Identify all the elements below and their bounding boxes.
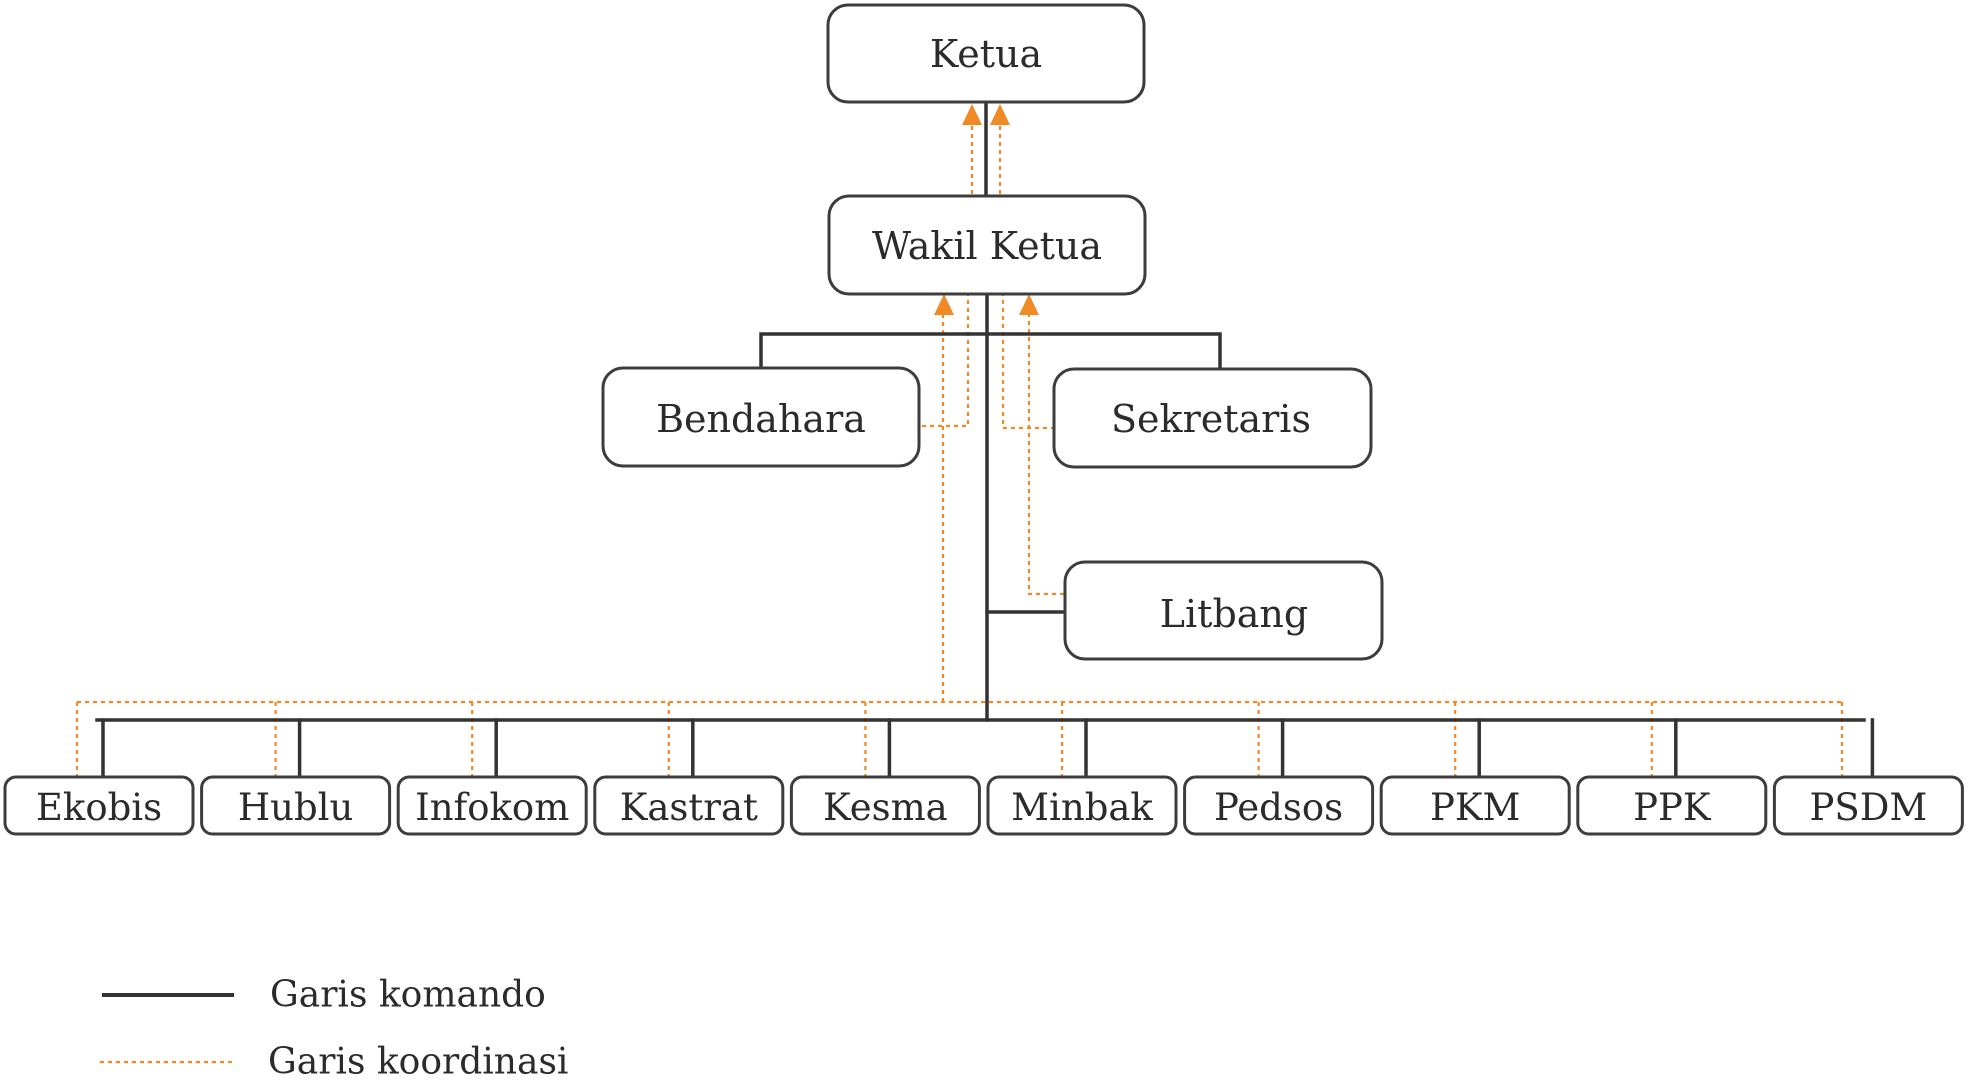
command-lines: [95, 101, 1875, 779]
arrow-to-ketua-right: [990, 104, 1010, 125]
node-wakil-ketua-label: Wakil Ketua: [872, 224, 1102, 268]
arrow-to-ketua-left: [962, 104, 982, 125]
division-box: [3, 775, 195, 836]
division-box: [789, 775, 981, 836]
cmd-line-bendahara-sekretaris: [759, 332, 1222, 370]
node-division-psdm: PSDM: [1772, 775, 1964, 836]
legend: Garis komando Garis koordinasi: [100, 975, 568, 1080]
node-division-hublu: Hublu: [200, 775, 392, 836]
node-division-minbak: Minbak: [986, 775, 1178, 836]
legend-coordination-label: Garis koordinasi: [268, 1042, 568, 1080]
node-division-pkm: PKM: [1379, 775, 1571, 836]
arrow-to-wakil-right: [1019, 294, 1039, 315]
division-box: [200, 775, 392, 836]
division-label: Kesma: [823, 786, 948, 829]
node-ketua-label: Ketua: [930, 32, 1042, 76]
coordination-lines: [75, 104, 1844, 777]
node-litbang-label: Litbang: [1160, 592, 1308, 636]
division-box: [1379, 775, 1571, 836]
node-ketua: Ketua: [826, 3, 1146, 104]
division-box: [1576, 775, 1768, 836]
division-label: PSDM: [1810, 786, 1928, 829]
division-label: PPK: [1633, 786, 1712, 829]
node-litbang: Litbang: [1063, 560, 1384, 661]
coord-line-sekretaris: [1001, 295, 1055, 430]
division-box: [986, 775, 1178, 836]
node-division-kesma: Kesma: [789, 775, 981, 836]
node-sekretaris-label: Sekretaris: [1111, 397, 1311, 441]
division-label: Hublu: [238, 786, 353, 829]
coord-line-litbang: [1027, 313, 1064, 596]
coord-division-drops: [75, 702, 1844, 777]
node-bendahara-label: Bendahara: [656, 397, 866, 441]
division-box: [396, 775, 588, 836]
division-label: Kastrat: [620, 786, 758, 829]
division-row: Ekobis Hublu Infokom Kastrat Kesma Minbak Peds…: [3, 775, 1964, 836]
division-label: PKM: [1430, 786, 1520, 829]
division-box: [593, 775, 785, 836]
cmd-division-drops: [101, 718, 1875, 779]
division-label: Infokom: [415, 786, 569, 829]
arrow-to-wakil-left: [934, 294, 954, 315]
division-label: Minbak: [1011, 786, 1153, 829]
node-division-infokom: Infokom: [396, 775, 588, 836]
node-division-ppk: PPK: [1576, 775, 1768, 836]
division-label: Ekobis: [36, 786, 162, 829]
division-box: [1183, 775, 1375, 836]
node-division-kastrat: Kastrat: [593, 775, 785, 836]
node-sekretaris: Sekretaris: [1052, 367, 1373, 469]
division-box: [1772, 775, 1964, 836]
node-division-ekobis: Ekobis: [3, 775, 195, 836]
node-wakil-ketua: Wakil Ketua: [827, 194, 1147, 296]
node-division-pedsos: Pedsos: [1183, 775, 1375, 836]
division-label: Pedsos: [1214, 786, 1343, 829]
node-bendahara: Bendahara: [601, 366, 921, 468]
legend-command-label: Garis komando: [270, 975, 546, 1016]
